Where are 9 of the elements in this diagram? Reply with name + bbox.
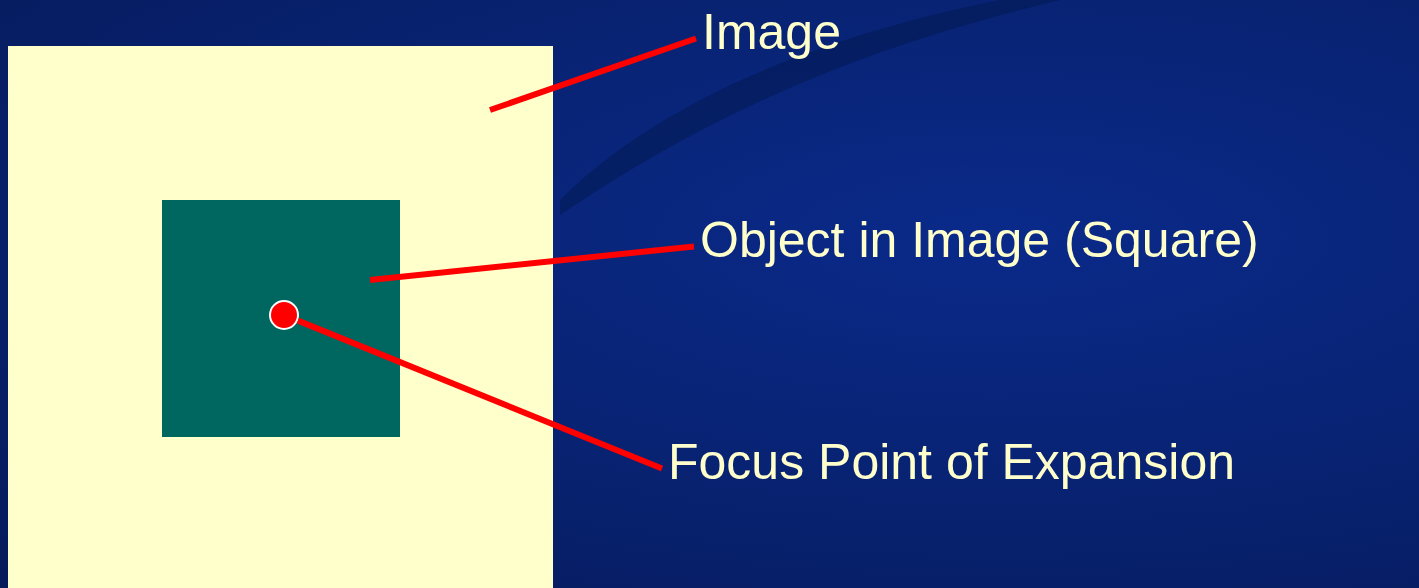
callout-label: Focus Point of Expansion bbox=[668, 434, 1235, 492]
callout-label: Image bbox=[702, 4, 841, 62]
leader-line bbox=[296, 317, 664, 472]
callout-label: Object in Image (Square) bbox=[700, 212, 1259, 270]
focus-point-dot bbox=[269, 300, 299, 330]
leader-line bbox=[489, 35, 697, 113]
leader-line bbox=[369, 243, 695, 283]
image-area bbox=[8, 46, 553, 588]
object-square bbox=[162, 200, 400, 437]
